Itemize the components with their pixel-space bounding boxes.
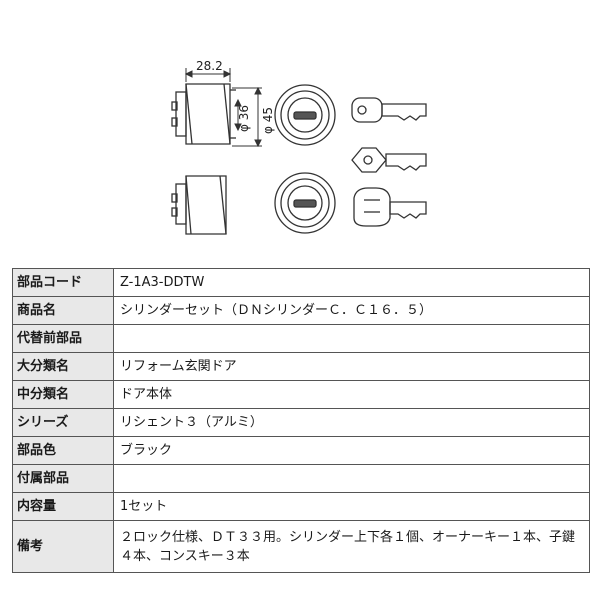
dimension-outer-diameter-label: φ 45	[261, 107, 275, 134]
middle-category-value: ドア本体	[113, 380, 590, 409]
major-category-value: リフォーム玄関ドア	[113, 352, 590, 381]
part-code-value: Z-1A3-DDTW	[113, 268, 590, 297]
table-row: 中分類名 ドア本体	[12, 380, 590, 409]
table-row: 部品色 ブラック	[12, 436, 590, 465]
middle-category-label: 中分類名	[12, 380, 114, 409]
accessory-label: 付属部品	[12, 464, 114, 493]
series-value: リシェント３（アルミ）	[113, 408, 590, 437]
quantity-value: 1セット	[113, 492, 590, 521]
cylinder-side-view-upper	[171, 83, 236, 145]
product-name-label: 商品名	[12, 296, 114, 325]
part-color-value: ブラック	[113, 436, 590, 465]
dimension-inner-diameter-label: φ 36	[237, 105, 251, 132]
cylinder-front-view-upper	[274, 84, 336, 146]
construction-key-drawing	[353, 187, 427, 227]
remarks-label: 備考	[12, 520, 114, 573]
remarks-value: ２ロック仕様、ＤＴ３３用。シリンダー上下各１個、オーナーキー１本、子鍵４本、コン…	[113, 520, 590, 573]
table-row: シリーズ リシェント３（アルミ）	[12, 408, 590, 437]
part-color-label: 部品色	[12, 436, 114, 465]
dimension-outer-diameter-lines	[232, 86, 262, 148]
replaced-part-label: 代替前部品	[12, 324, 114, 353]
dimension-inner-diameter-lines	[234, 98, 242, 132]
series-label: シリーズ	[12, 408, 114, 437]
product-drawing: 28.2 φ 36 φ 45	[171, 59, 427, 235]
table-row: 付属部品	[12, 464, 590, 493]
dimension-width-label: 28.2	[196, 59, 223, 73]
table-row: 商品名 シリンダーセット（ＤＮシリンダーＣ．Ｃ１６．５）	[12, 296, 590, 325]
table-row: 備考 ２ロック仕様、ＤＴ３３用。シリンダー上下各１個、オーナーキー１本、子鍵４本…	[12, 520, 590, 573]
owner-key-drawing	[351, 97, 427, 123]
dimension-width-lines	[184, 68, 232, 82]
child-key-drawing	[351, 147, 427, 173]
part-code-label: 部品コード	[12, 268, 114, 297]
cylinder-side-view-lower	[171, 175, 227, 235]
product-name-value: シリンダーセット（ＤＮシリンダーＣ．Ｃ１６．５）	[113, 296, 590, 325]
cylinder-front-view-lower	[274, 172, 336, 234]
table-row: 内容量 1セット	[12, 492, 590, 521]
accessory-value	[113, 464, 590, 493]
spec-table: 部品コード Z-1A3-DDTW 商品名 シリンダーセット（ＤＮシリンダーＣ．Ｃ…	[12, 268, 590, 573]
quantity-label: 内容量	[12, 492, 114, 521]
major-category-label: 大分類名	[12, 352, 114, 381]
table-row: 大分類名 リフォーム玄関ドア	[12, 352, 590, 381]
replaced-part-value	[113, 324, 590, 353]
table-row: 代替前部品	[12, 324, 590, 353]
table-row: 部品コード Z-1A3-DDTW	[12, 268, 590, 297]
